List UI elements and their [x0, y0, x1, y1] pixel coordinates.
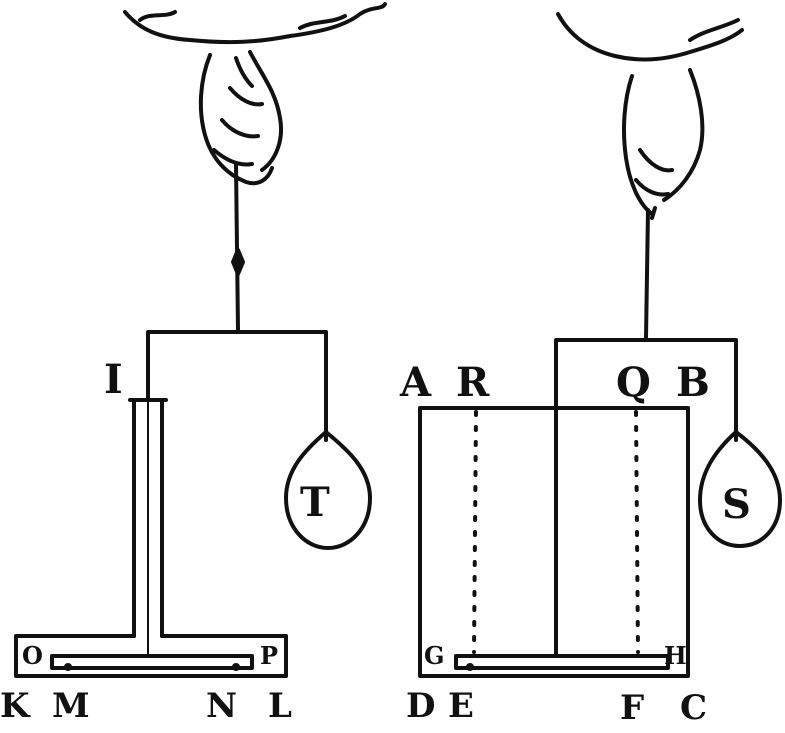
- right-hand-icon: [556, 12, 744, 220]
- label-n: N: [206, 686, 237, 726]
- left-cord-knot: [231, 248, 245, 276]
- label-q: Q: [616, 359, 651, 406]
- label-p: P: [260, 641, 278, 670]
- label-a: A: [399, 359, 432, 406]
- point-n-dot: [232, 663, 240, 671]
- right-balance-beam: [554, 338, 738, 442]
- label-d: D: [406, 686, 435, 726]
- label-i: I: [104, 356, 123, 403]
- label-e: E: [448, 686, 474, 726]
- label-k: K: [0, 686, 31, 726]
- label-r: R: [456, 359, 490, 406]
- label-m: M: [52, 686, 90, 726]
- left-base-vessel: [14, 634, 288, 678]
- right-suspension-cord: [644, 208, 650, 340]
- left-balance-beam: [146, 330, 328, 442]
- label-o: O: [22, 641, 43, 670]
- point-e-dot: [466, 663, 474, 671]
- label-t: T: [300, 479, 330, 526]
- point-m-dot: [64, 663, 72, 671]
- weight-s: [698, 430, 782, 548]
- dotted-guides: [472, 410, 640, 654]
- label-g: G: [424, 641, 445, 670]
- label-b: B: [676, 359, 710, 406]
- label-c: C: [680, 688, 707, 728]
- label-f: F: [620, 688, 644, 728]
- label-s: S: [722, 481, 751, 528]
- weight-t: [284, 430, 372, 550]
- label-h: H: [664, 641, 687, 670]
- label-l: L: [268, 686, 292, 726]
- left-hand-icon: [123, 2, 387, 186]
- left-suspension-cord: [234, 163, 240, 332]
- right-vessel: [418, 406, 690, 678]
- left-tube: [128, 398, 168, 655]
